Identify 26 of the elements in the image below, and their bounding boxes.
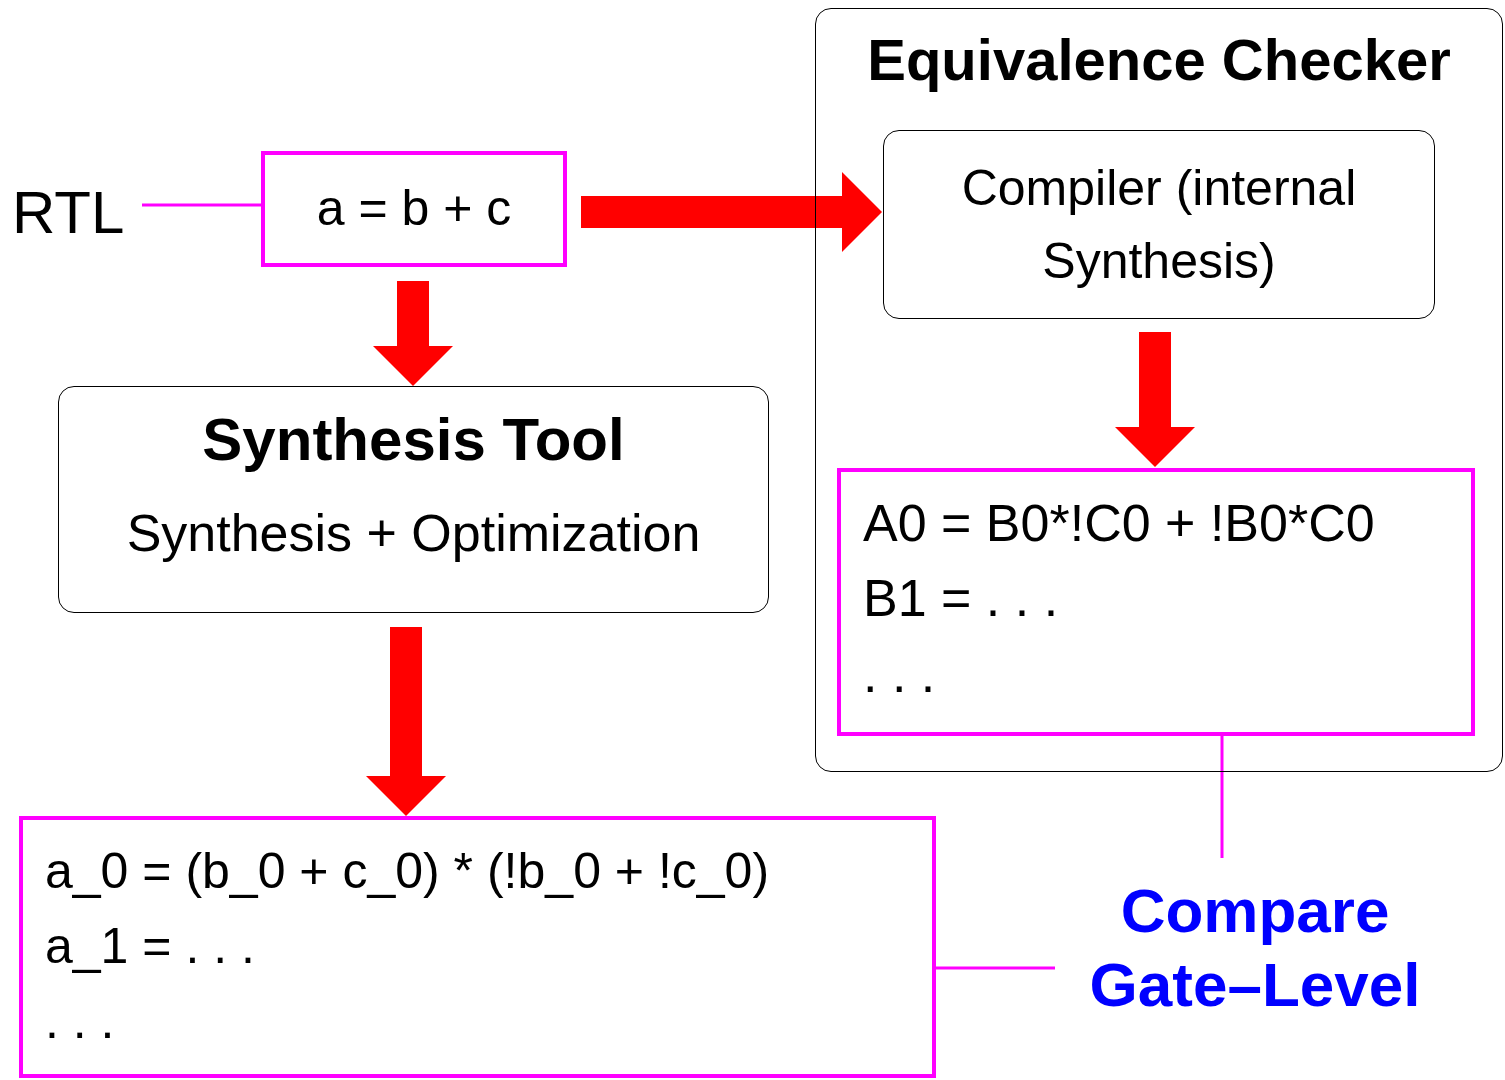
- container-title: Equivalence Checker: [867, 27, 1451, 94]
- compare-label: Compare Gate–Level: [1088, 874, 1422, 1021]
- code-line: a_0 = (b_0 + c_0) * (!b_0 + !c_0): [45, 842, 770, 901]
- code-box: [837, 468, 1475, 736]
- code-line: A0 = B0*!C0 + !B0*C0: [863, 493, 1375, 554]
- code-box: [261, 151, 567, 267]
- block-arrow: [581, 172, 882, 252]
- code-line: a_1 = . . .: [45, 917, 255, 976]
- connector-line: [142, 203, 261, 207]
- process-text: Synthesis + Optimization: [126, 504, 701, 564]
- code-box: [19, 816, 936, 1078]
- block-arrow: [373, 281, 453, 386]
- process-box: [883, 130, 1435, 319]
- code-line: B1 = . . .: [863, 568, 1059, 630]
- process-title: Synthesis Tool: [202, 405, 625, 474]
- code-line: . . .: [45, 992, 115, 1051]
- code-text: a = b + c: [316, 180, 512, 238]
- tool-container: [815, 8, 1503, 772]
- code-line: . . .: [863, 643, 936, 705]
- connector-line: [936, 966, 1055, 970]
- process-text: Compiler (internal Synthesis): [960, 159, 1358, 291]
- block-arrow: [366, 627, 446, 816]
- rtl-label: RTL: [12, 177, 125, 247]
- connector-line: [1220, 735, 1224, 858]
- process-box: [58, 386, 769, 613]
- block-arrow: [1115, 332, 1195, 467]
